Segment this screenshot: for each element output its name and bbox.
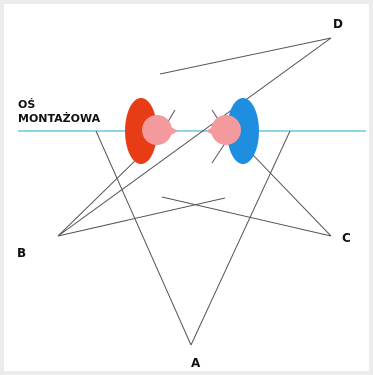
right-pink-circle [211,115,241,145]
axis-label-line2: MONTAŻOWA [18,111,101,125]
axis-label-line1: OŚ [18,98,35,111]
line-c-cross [161,196,332,237]
right-component [206,98,259,164]
left-pink-circle [142,115,172,145]
line-a-left [95,130,192,346]
point-label-c: C [342,231,351,245]
point-label-b: B [17,246,26,260]
point-label-d: D [333,17,343,31]
line-c-right [251,153,332,237]
construction-lines [57,37,332,346]
point-label-a: A [191,356,201,370]
line-b-lower [57,197,226,237]
assembly-axis-diagram: OŚ MONTAŻOWA D B C A [17,17,366,370]
left-component [125,98,178,164]
left-red-ellipse [125,98,157,164]
line-d-top [159,37,332,75]
line-d-to-b [57,37,332,237]
line-a-right [190,130,291,346]
right-blue-ellipse [227,98,259,164]
right-tip [206,127,213,135]
left-tip [171,127,178,135]
diagram-canvas: OŚ MONTAŻOWA D B C A [4,4,369,371]
line-b-upper [57,153,143,237]
